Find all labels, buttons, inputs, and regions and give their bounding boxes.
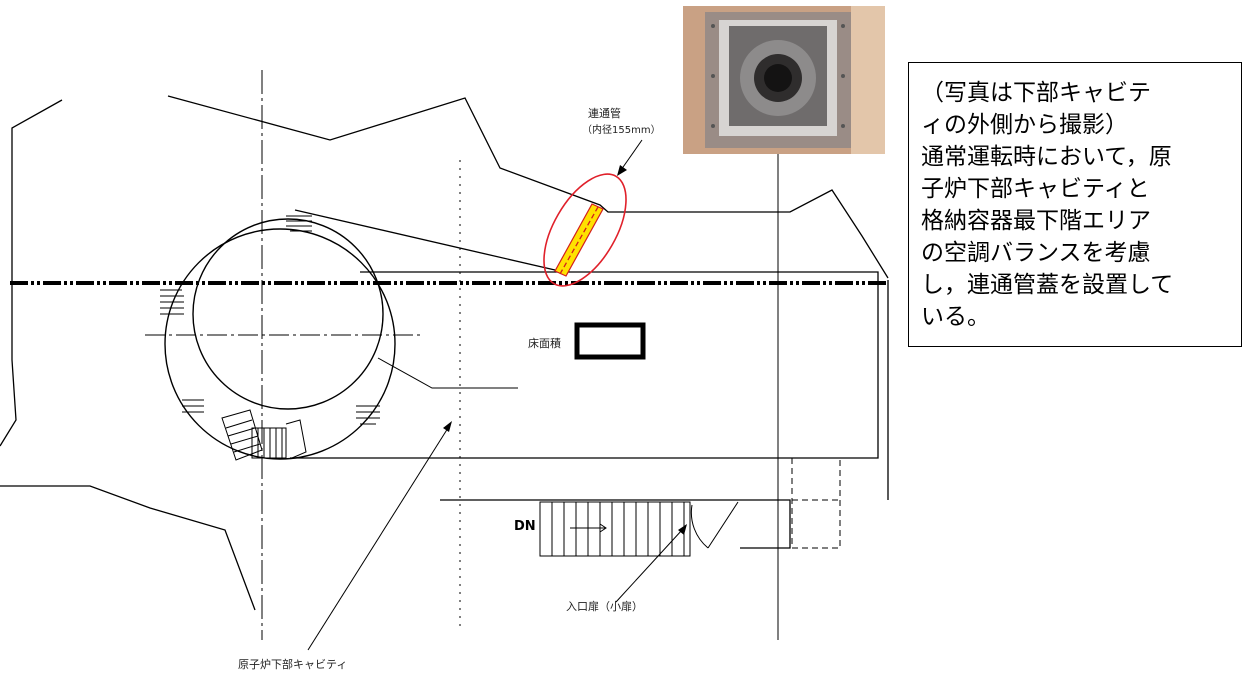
lower-stairs xyxy=(539,501,691,557)
note-line: し，連通管蓋を設置して xyxy=(921,272,1174,298)
pipe-diameter-label: （内径155mm） xyxy=(582,125,661,136)
connection-pipe xyxy=(554,203,604,277)
dn-label: DN xyxy=(514,519,536,534)
pipe-photo xyxy=(683,6,885,154)
ring-stairs xyxy=(221,409,307,461)
connection-pipe-dash xyxy=(559,206,599,275)
dashed-room xyxy=(791,457,841,549)
note-line: 通常運転時において，原 xyxy=(921,144,1172,170)
pipe-arrow xyxy=(617,139,643,176)
cavity-outer-ring xyxy=(164,228,396,460)
hatching-marks xyxy=(160,215,380,425)
entrance-arrow xyxy=(615,524,687,603)
outer-wall-bottom-left xyxy=(0,485,256,611)
cavity-label: 原子炉下部キャビティ xyxy=(238,658,348,671)
floor-area-box xyxy=(574,322,646,360)
pipe-highlight-ellipse xyxy=(543,173,627,287)
note-line: ィの外側から撮影） xyxy=(921,112,1128,138)
lower-room-outline xyxy=(440,499,791,549)
ring-leader-line xyxy=(377,357,518,389)
note-line: 子炉下部キャビティと xyxy=(921,176,1150,202)
entrance-door xyxy=(690,501,739,549)
upper-wall xyxy=(167,95,889,279)
note-box: （写真は下部キャビテ ィの外側から撮影） 通常運転時において，原 子炉下部キャビ… xyxy=(908,62,1242,347)
entrance-label: 入口扉（小扉） xyxy=(566,600,643,613)
sloped-wall xyxy=(294,209,556,271)
cavity-arrow xyxy=(307,421,452,651)
note-line: 格納容器最下階エリア xyxy=(921,208,1151,234)
outer-wall-left xyxy=(0,99,63,447)
note-line: いる。 xyxy=(921,304,990,330)
corridor-outline xyxy=(290,271,879,459)
cavity-inner-ring xyxy=(192,218,384,410)
pipe-label: 連通管 xyxy=(588,107,621,120)
note-line: の空調バランスを考慮 xyxy=(921,240,1151,266)
floor-area-label: 床面積 xyxy=(528,337,561,350)
note-line: （写真は下部キャビテ xyxy=(921,80,1151,106)
